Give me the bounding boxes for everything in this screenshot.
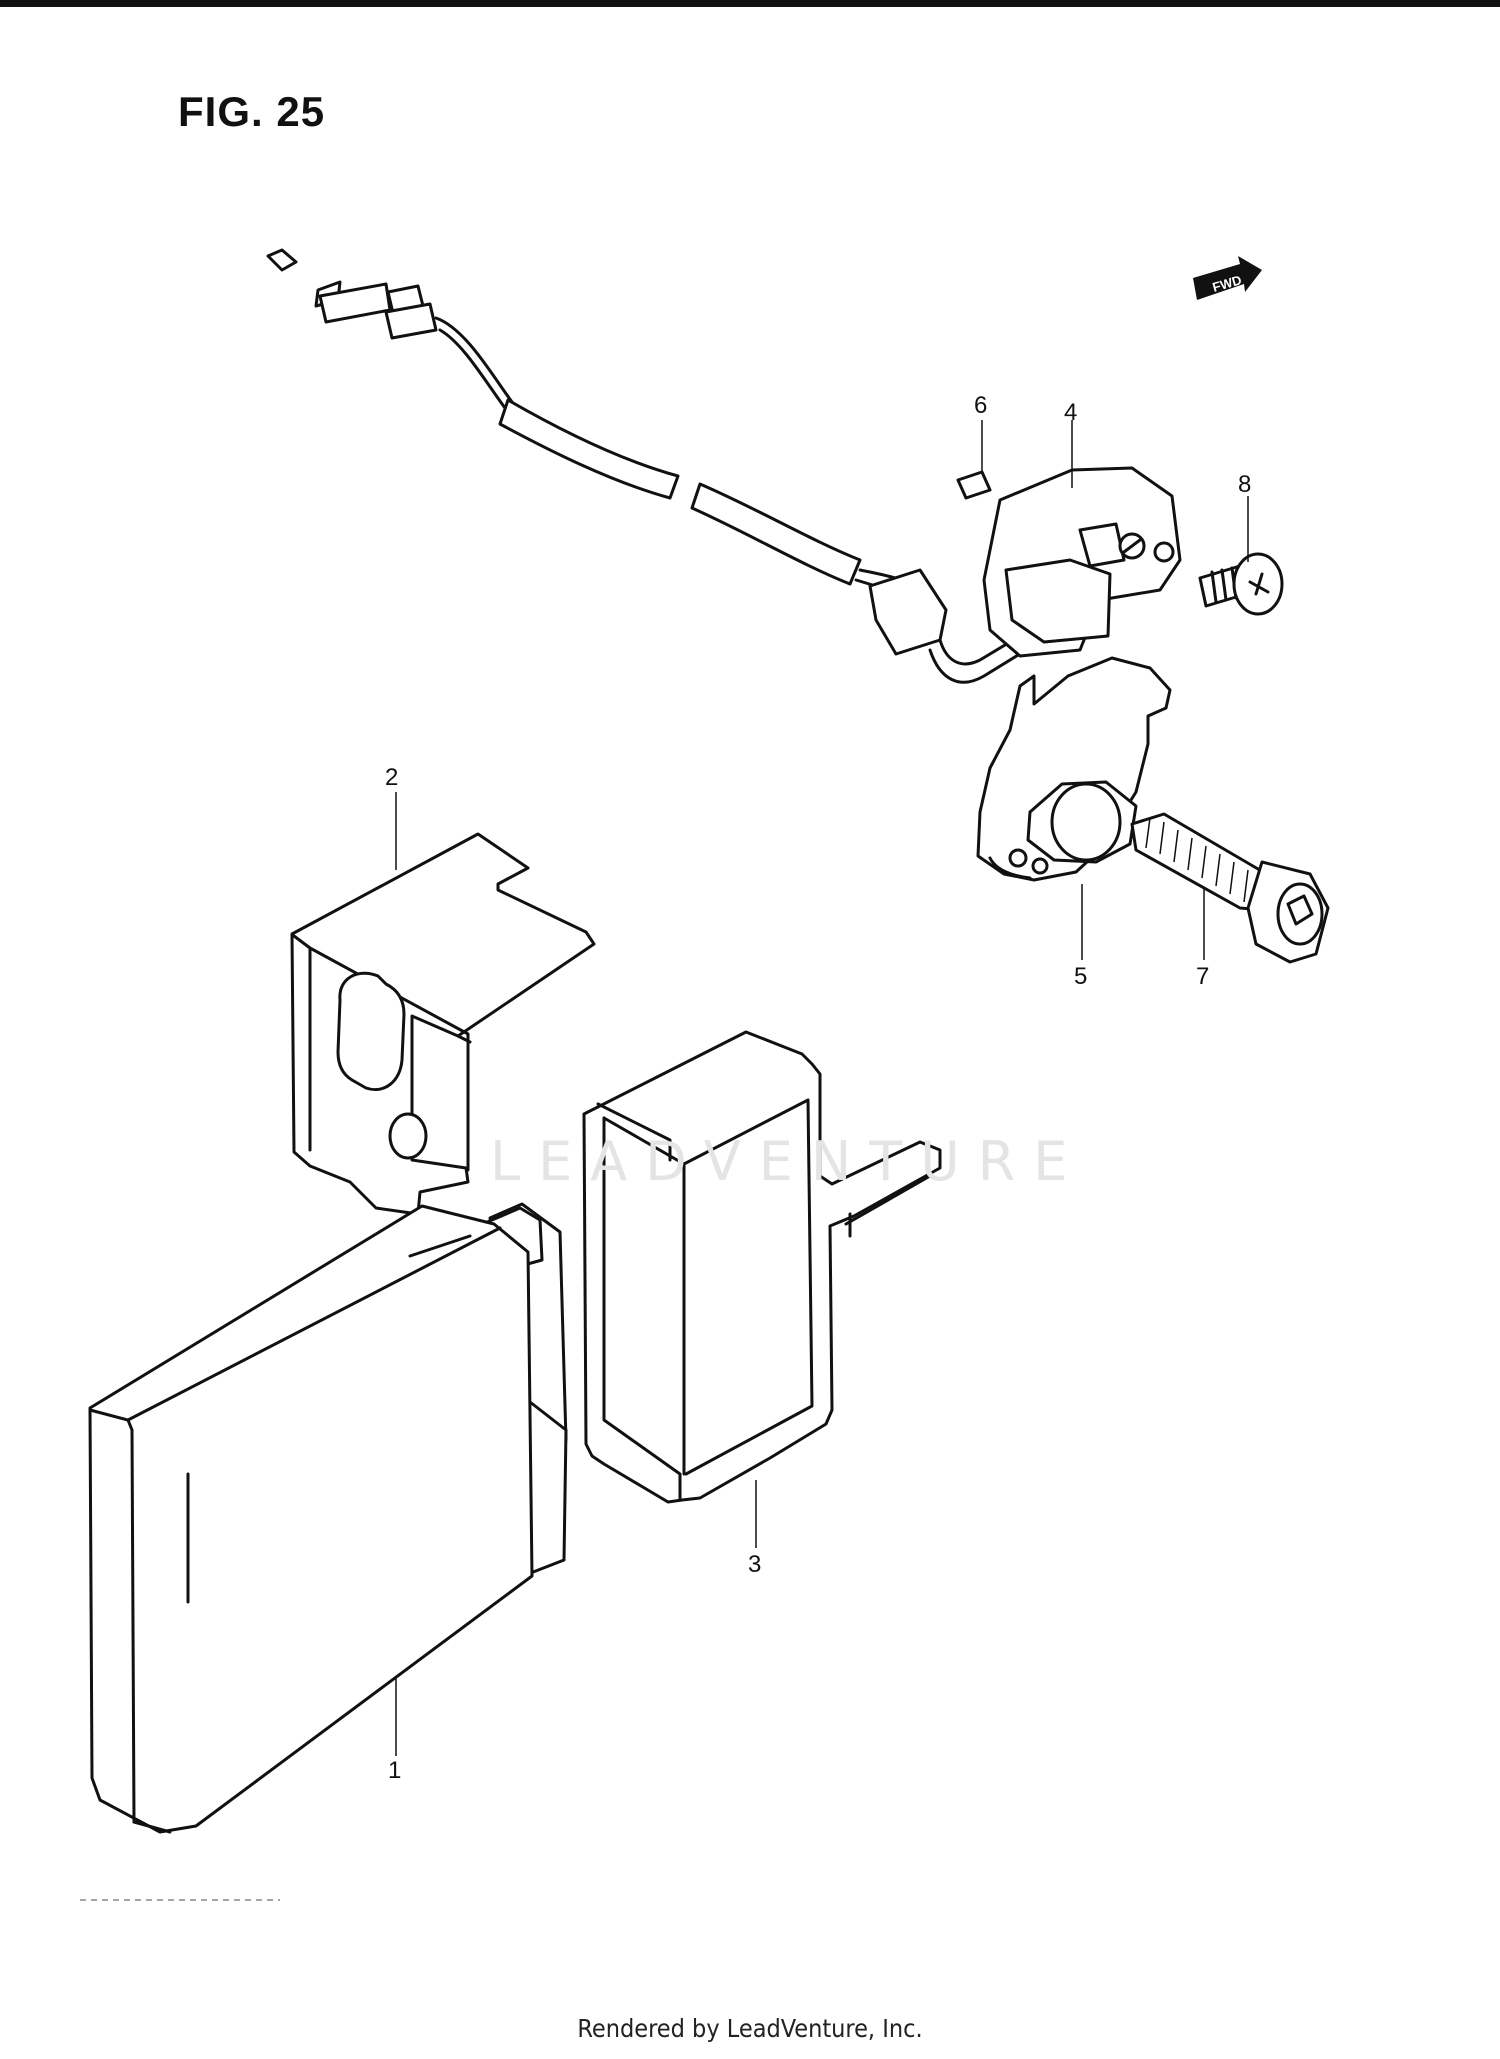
- callout-6: 6: [974, 392, 987, 419]
- footer-credit: Rendered by LeadVenture, Inc.: [577, 2014, 923, 2043]
- callout-7: 7: [1196, 963, 1209, 990]
- callout-2: 2: [385, 764, 398, 791]
- leader-lines: [395, 420, 1249, 1756]
- callout-1: 1: [388, 1757, 401, 1784]
- control-unit-part-1: [88, 1202, 568, 1834]
- watermark: LEADVENTURE: [490, 1130, 1086, 1193]
- rubber-cover-part-3: [582, 1030, 942, 1504]
- top-border: [0, 0, 1500, 7]
- callout-4: 4: [1064, 399, 1077, 426]
- sensor-bracket-part-4: [982, 466, 1182, 658]
- screw-part-8: [1198, 552, 1284, 616]
- fwd-arrow-icon: FWD: [1193, 256, 1262, 300]
- callout-5: 5: [1074, 963, 1087, 990]
- figure-title: FIG. 25: [178, 88, 326, 135]
- wire-harness-connector: [266, 248, 1038, 684]
- pin-part-6: [956, 470, 992, 500]
- rotor-part-5: [976, 656, 1172, 882]
- bracket-part-2: [290, 832, 596, 1216]
- callout-8: 8: [1238, 471, 1251, 498]
- bolt-part-7: [1130, 812, 1330, 964]
- callout-3: 3: [748, 1551, 761, 1578]
